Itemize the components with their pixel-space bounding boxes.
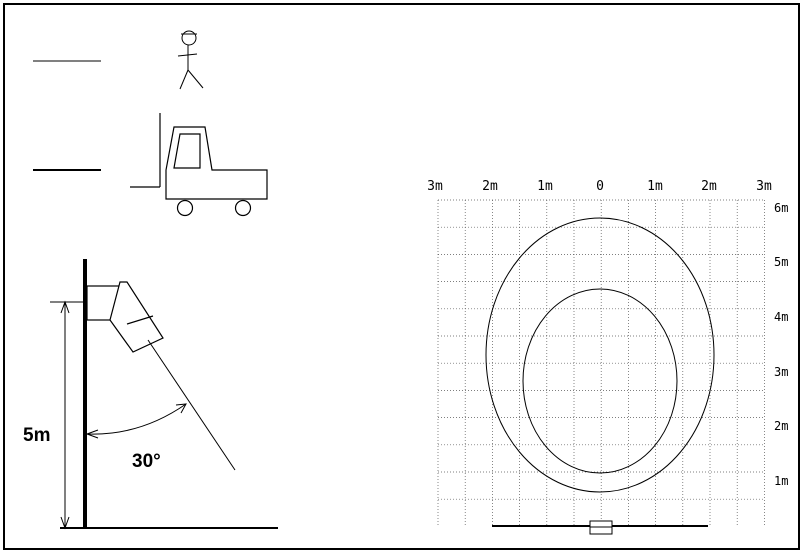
sensor-icon: [86, 281, 164, 353]
y-axis-label: 2m: [774, 419, 788, 433]
x-axis-label: 1m: [537, 179, 553, 194]
side-view: 5m 30°: [23, 259, 278, 530]
x-axis-label: 2m: [701, 179, 717, 194]
frame: [3, 3, 800, 550]
x-axis-label: 2m: [482, 179, 498, 194]
y-axis-label: 1m: [774, 474, 788, 488]
detection-zone-inner: [522, 288, 678, 474]
sensor-top-icon: [589, 520, 613, 535]
x-axis-label: 1m: [647, 179, 663, 194]
y-axis-label: 3m: [774, 365, 788, 379]
y-axis-label: 4m: [774, 310, 788, 324]
legend: [33, 30, 268, 217]
tilt-angle-label: 30°: [132, 451, 161, 472]
x-axis-labels: 3m 2m 1m 0 1m 2m 3m: [427, 179, 772, 194]
beam-axis: [147, 339, 236, 471]
top-view: 3m 2m 1m 0 1m 2m 3m 6m 5m 4m 3m 2m 1m: [427, 179, 788, 535]
mount-height-label: 5m: [23, 425, 50, 446]
forklift-icon: [130, 113, 268, 217]
height-dimension: [50, 300, 85, 530]
person-icon: [177, 30, 204, 90]
angle-arc: [85, 403, 187, 439]
detection-zone-outer: [485, 217, 715, 493]
grid-lines: [437, 199, 765, 525]
y-axis-labels: 6m 5m 4m 3m 2m 1m: [774, 201, 788, 488]
y-axis-label: 6m: [774, 201, 788, 215]
x-axis-label: 0: [596, 179, 604, 194]
y-axis-label: 5m: [774, 255, 788, 269]
x-axis-label: 3m: [756, 179, 772, 194]
wall-pole: [83, 259, 87, 529]
x-axis-label: 3m: [427, 179, 443, 194]
